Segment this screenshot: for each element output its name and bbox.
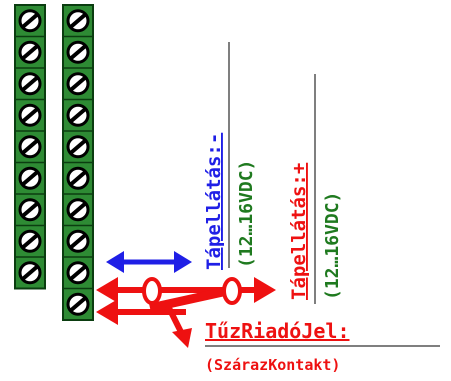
fire-alarm-label: TűzRiadóJel: (SzárazKontakt) (205, 319, 440, 374)
left-terminal-screw-slot (21, 233, 39, 250)
left-terminal-screw-slot (21, 138, 39, 155)
right-terminal-screw-slot (69, 138, 87, 155)
right-terminal-screw-slot (69, 44, 87, 61)
positive-supply-range: (12…16VDC) (322, 192, 343, 300)
terminal-strip-left (14, 4, 46, 290)
right-terminal-screw-slot (69, 170, 87, 187)
negative-supply-arrow (106, 251, 192, 273)
right-terminal-screw-slot (69, 75, 87, 92)
right-terminal-screw-slot (69, 201, 87, 218)
right-terminal-screw-slot (69, 233, 87, 250)
right-terminal-screw-slot (69, 264, 87, 281)
fire-alarm-subtitle: (SzárazKontakt) (205, 356, 340, 374)
right-terminal-screw-slot (69, 12, 87, 29)
fire-alarm-wiring (96, 277, 276, 348)
negative-supply-label: Tápellátás:- (12…16VDC) (203, 42, 257, 270)
terminal-strip-right (62, 4, 94, 321)
left-terminal-screw-slot (21, 264, 39, 281)
positive-supply-label: Tápellátás:+ (12…16VDC) (288, 74, 343, 304)
left-terminal-screw-slot (21, 170, 39, 187)
left-terminal-screw-slot (21, 107, 39, 124)
positive-supply-title: Tápellátás:+ (288, 163, 310, 300)
left-terminal-screw-slot (21, 201, 39, 218)
right-terminal-screw-slot (69, 107, 87, 124)
negative-supply-title: Tápellátás:- (203, 133, 225, 270)
left-terminal-screw-slot (21, 44, 39, 61)
right-terminal-screw-slot (69, 296, 87, 313)
left-terminal-screw-slot (21, 12, 39, 29)
left-terminal-screw-slot (21, 75, 39, 92)
fire-alarm-title: TűzRiadóJel: (205, 319, 350, 343)
negative-supply-range: (12…16VDC) (236, 160, 257, 268)
